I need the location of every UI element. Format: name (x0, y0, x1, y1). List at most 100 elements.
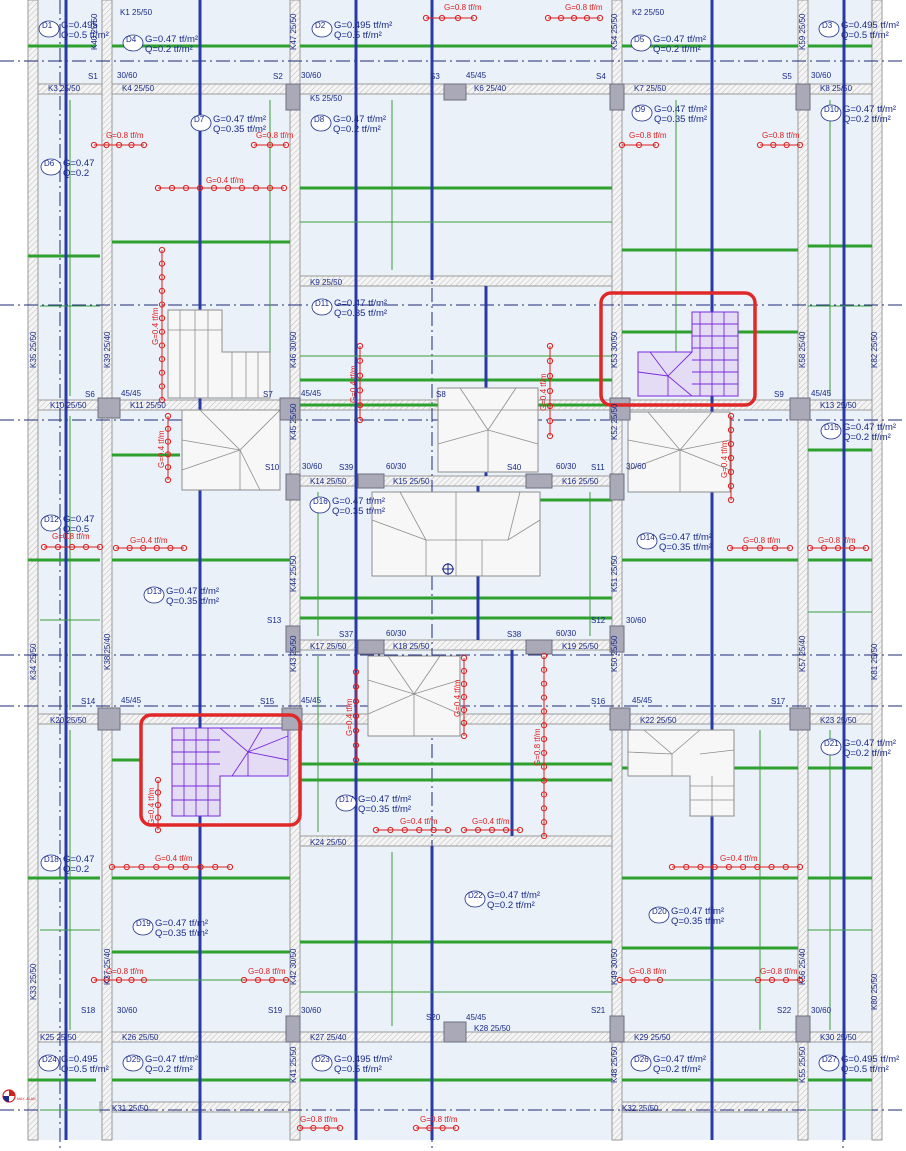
load-point (540, 735, 548, 743)
slab-live-load: Q=0.2 tf/m² (653, 44, 701, 55)
load-point (727, 468, 735, 476)
column-block (609, 83, 625, 111)
column-block (97, 397, 121, 419)
load-point (756, 141, 764, 149)
slab-id: D15 (824, 423, 839, 432)
load-label: G=0.8 tf/m (256, 131, 294, 140)
slab-id-circle (630, 1054, 652, 1072)
load-point (557, 14, 565, 22)
load-point (438, 14, 446, 22)
slab-dead-load: G=0.495 tf/m² (841, 20, 899, 31)
column-size-label: 30/60 (626, 462, 647, 471)
load-point (164, 464, 172, 471)
load-point (540, 694, 548, 701)
slab-id: D17 (339, 795, 354, 804)
load-point (40, 543, 48, 551)
slab-live-load: Q=0.2 tf/m² (145, 1064, 193, 1075)
column-block (609, 473, 625, 501)
load-point (460, 719, 468, 727)
load-point (697, 863, 704, 871)
load-point (444, 826, 452, 834)
load-point (226, 863, 234, 871)
column-size-label: 30/60 (117, 71, 138, 80)
slab-id: D25 (126, 1055, 141, 1064)
load-label: G=0.4 tf/m (720, 854, 758, 863)
column-id-label: S11 (591, 463, 605, 472)
load-point (212, 863, 219, 871)
load-point (168, 184, 176, 192)
load-point (502, 826, 510, 834)
load-point (196, 184, 204, 192)
slab-live-load: Q=0.5 tf/m² (841, 1064, 889, 1075)
vertical-beam-label: K43 25/50 (289, 635, 298, 672)
origin-marker-icon[interactable] (2, 1089, 16, 1103)
column-block (285, 83, 301, 111)
vertical-beam-label: K44 25/50 (289, 555, 298, 592)
load-point (454, 14, 462, 22)
load-point (540, 805, 548, 812)
column-block (357, 639, 385, 655)
slab-id: D10 (824, 105, 839, 114)
load-point (401, 826, 408, 834)
load-label: G=0.8 tf/m (248, 967, 286, 976)
slab-dead-load: G=0.495 tf/m² (334, 20, 392, 31)
vertical-beam-label: K50 25/50 (610, 635, 619, 672)
slab-id-circle (820, 422, 842, 440)
slab-live-load: Q=0.5 (63, 524, 89, 535)
load-point (154, 826, 162, 834)
load-label: G=0.4 tf/m (130, 536, 168, 545)
slab-live-load: Q=0.35 tf/m² (671, 916, 724, 927)
load-point (470, 14, 478, 22)
slab-id-circle (40, 514, 62, 532)
load-point (154, 789, 162, 796)
load-point (158, 342, 166, 349)
column-size-label: 45/45 (301, 696, 322, 705)
load-point (164, 425, 172, 432)
slab-id: D11 (315, 299, 330, 308)
load-point (352, 742, 360, 749)
column-block (97, 707, 121, 731)
beam-label: K16 25/50 (562, 477, 599, 486)
highlight-box-lower-left[interactable] (139, 713, 302, 827)
slab-dead-load: G=0.47 tf/m² (671, 906, 724, 917)
load-point (296, 1124, 304, 1132)
highlight-box-upper-right[interactable] (599, 291, 757, 407)
load-point (224, 184, 232, 192)
column-id-label: S6 (85, 390, 95, 399)
load-point (352, 683, 360, 690)
beam-band-col-1 (27, 0, 39, 1141)
column-size-label: 30/60 (302, 462, 323, 471)
slab-dead-load: G=0.47 tf/m² (333, 114, 386, 125)
slab-live-load: Q=0.2 (63, 864, 89, 875)
slab-dead-load: G=0.47 tf/m² (358, 794, 411, 805)
